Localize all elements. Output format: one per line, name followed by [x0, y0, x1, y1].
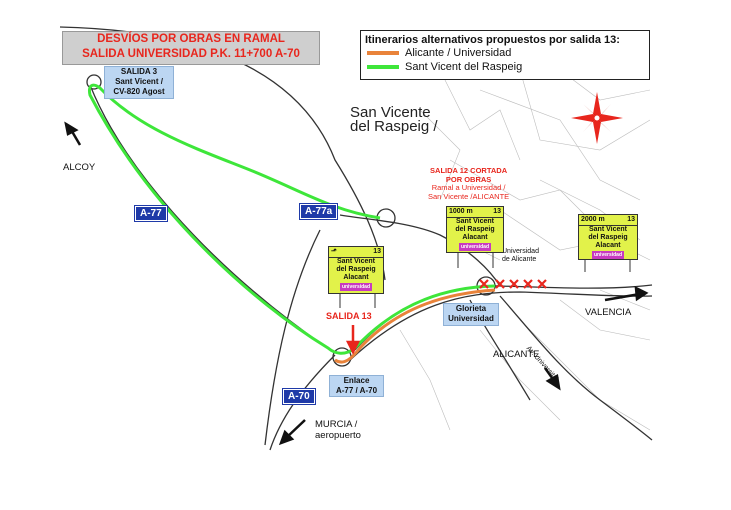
label-alcoy: ALCOY	[63, 162, 96, 173]
sign1-header: ⬏ 13	[329, 247, 383, 258]
callout-salida3-line2: Sant Vicent /	[115, 77, 163, 86]
callout-salida3-line1: SALIDA 3	[120, 67, 158, 76]
callout-glorieta-line2: Universidad	[448, 314, 494, 323]
label-universidad-line2: de Alicante	[502, 256, 537, 263]
map-title: DESVÍOS POR OBRAS EN RAMAL SALIDA UNIVER…	[62, 31, 320, 65]
legend-swatch-orange	[367, 51, 399, 55]
sign3-tag: universidad	[591, 251, 625, 259]
label-san-vicente: San Vicente del Raspeig /	[350, 104, 438, 135]
notice-salida12-line4: San Vicente /ALICANTE	[428, 191, 510, 201]
direction-sign-3: 2000 m 13 Sant Vicent del Raspeig Alacan…	[578, 214, 638, 260]
compass-rose-icon	[571, 92, 623, 144]
sign3-exit-number: 13	[627, 216, 635, 223]
sign3-line3: Alacant	[595, 242, 621, 249]
direction-arrows	[64, 121, 649, 446]
sign2-header: 1000 m 13	[447, 207, 503, 218]
callout-salida3-line3: CV-820 Agost	[113, 87, 165, 96]
legend-item-sant-vicent: Sant Vicent del Raspeig	[361, 60, 649, 74]
legend-label-alicante: Alicante / Universidad	[405, 47, 512, 59]
sign2-distance: 1000 m	[449, 208, 473, 215]
sign3-distance: 2000 m	[581, 216, 605, 223]
label-murcia-line2: aeropuerto	[315, 430, 361, 441]
label-salida13: SALIDA 13	[326, 311, 372, 321]
notice-salida12-line1: SALIDA 12 CORTADA	[430, 166, 508, 175]
direction-sign-1: ⬏ 13 Sant Vicent del Raspeig Alacant uni…	[328, 246, 384, 294]
sign1-line2: del Raspeig	[336, 266, 376, 273]
sign1-line1: Sant Vicent	[337, 258, 375, 265]
sign1-line3: Alacant	[343, 274, 369, 281]
sign-posts	[339, 251, 631, 308]
label-alicante: ALICANTE	[493, 349, 540, 360]
closure-markers	[479, 279, 547, 289]
map-title-line1: DESVÍOS POR OBRAS EN RAMAL	[97, 33, 285, 45]
legend-label-sant-vicent: Sant Vicent del Raspeig	[405, 61, 523, 73]
label-universidad: Universidad de Alicante	[502, 248, 539, 264]
label-san-vicente-line1: San Vicente	[350, 104, 431, 121]
exit-icon: ⬏	[331, 248, 337, 255]
notice-salida12-line2: POR OBRAS	[445, 174, 492, 184]
legend-item-alicante: Alicante / Universidad	[361, 46, 649, 60]
shield-a70: A-70	[282, 388, 316, 405]
callout-enlace: Enlace A-77 / A-70	[329, 375, 384, 397]
label-san-vicente-line2: del Raspeig /	[350, 118, 438, 135]
label-universidad-line1: Universidad	[502, 248, 539, 255]
callout-glorieta-line1: Glorieta	[455, 304, 487, 313]
sign2-exit-number: 13	[493, 208, 501, 215]
sign3-line1: Sant Vicent	[589, 226, 627, 233]
label-valencia: VALENCIA	[585, 307, 632, 318]
sign1-exit-number: 13	[373, 248, 381, 255]
sign2-line2: del Raspeig	[455, 226, 495, 233]
label-murcia-line1: MURCIA /	[315, 419, 358, 430]
sign2-line1: Sant Vicent	[456, 218, 494, 225]
sign1-tag: universidad	[339, 283, 373, 291]
sign2-tag: universidad	[458, 243, 492, 251]
legend-swatch-green	[367, 65, 399, 69]
callout-enlace-line2: A-77 / A-70	[335, 386, 378, 395]
callout-salida3: SALIDA 3 Sant Vicent / CV-820 Agost	[104, 66, 174, 99]
sign2-line3: Alacant	[462, 234, 488, 241]
shield-a77a: A-77a	[298, 203, 339, 220]
callout-enlace-line1: Enlace	[343, 376, 370, 385]
callout-glorieta: Glorieta Universidad	[443, 303, 499, 326]
map-title-line2: SALIDA UNIVERSIDAD P.K. 11+700 A-70	[82, 48, 300, 60]
notice-salida12: SALIDA 12 CORTADA POR OBRAS Ramal a Univ…	[428, 166, 510, 201]
label-murcia: MURCIA / aeropuerto	[315, 419, 361, 441]
legend-title: Itinerarios alternativos propuestos por …	[365, 34, 620, 46]
legend: Itinerarios alternativos propuestos por …	[360, 30, 650, 80]
route-alicante-universidad	[334, 288, 496, 364]
direction-sign-2: 1000 m 13 Sant Vicent del Raspeig Alacan…	[446, 206, 504, 253]
sign3-header: 2000 m 13	[579, 215, 637, 226]
notice-salida12-line3: Ramal a Universidad /	[431, 183, 506, 192]
shield-a77: A-77	[134, 205, 168, 222]
sign3-line2: del Raspeig	[588, 234, 628, 241]
